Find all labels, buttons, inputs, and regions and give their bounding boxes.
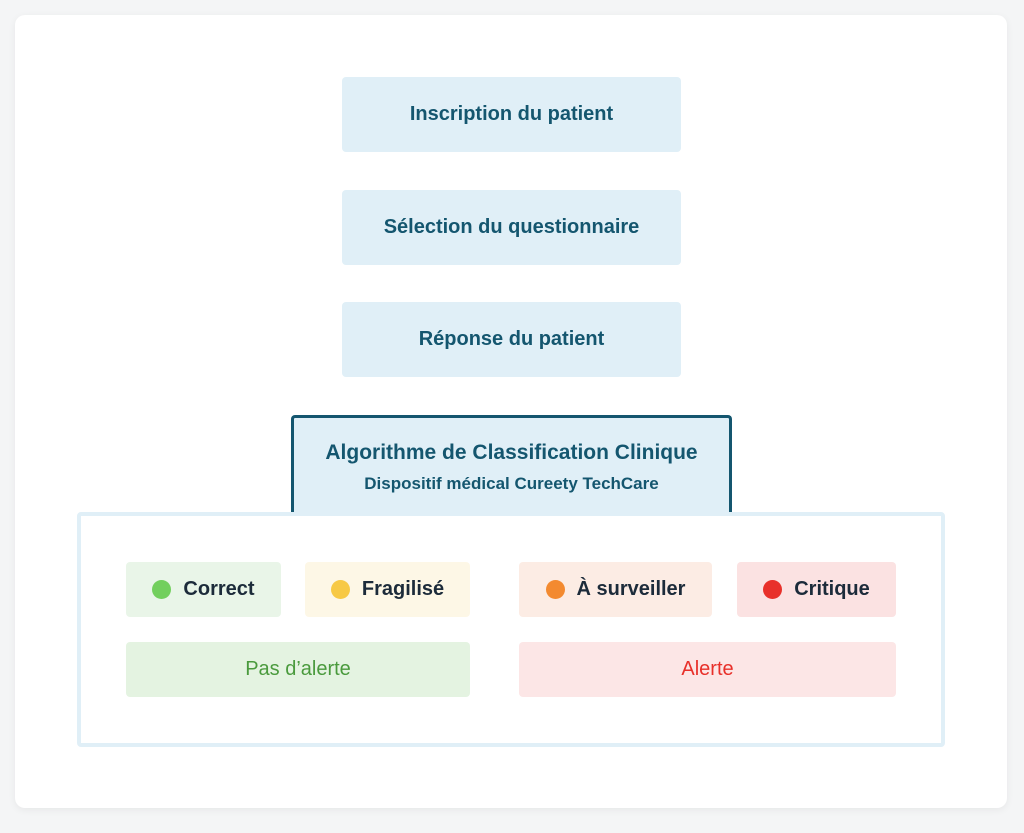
step-questionnaire-selection: Sélection du questionnaire xyxy=(342,190,681,265)
status-a-surveiller: À surveiller xyxy=(519,562,712,617)
status-label: À surveiller xyxy=(576,578,686,600)
yellow-dot-icon xyxy=(330,580,350,599)
group-no-alert: Pas d’alerte xyxy=(126,642,470,697)
green-dot-icon xyxy=(152,580,172,599)
classification-results-panel xyxy=(77,512,945,747)
orange-dot-icon xyxy=(545,580,565,599)
algorithm-box: Algorithme de Classification Clinique Di… xyxy=(291,415,732,519)
status-correct: Correct xyxy=(126,562,281,617)
status-critique: Critique xyxy=(737,562,896,617)
algorithm-subtitle: Dispositif médical Cureety TechCare xyxy=(364,474,659,493)
step-label: Inscription du patient xyxy=(409,103,614,125)
status-label: Fragilisé xyxy=(361,578,445,600)
group-alert: Alerte xyxy=(519,642,896,697)
step-label: Sélection du questionnaire xyxy=(383,216,640,238)
algorithm-title: Algorithme de Classification Clinique xyxy=(325,441,698,464)
group-label: Pas d’alerte xyxy=(245,658,351,680)
status-fragilise: Fragilisé xyxy=(305,562,470,617)
step-patient-registration: Inscription du patient xyxy=(342,77,681,152)
status-label: Correct xyxy=(183,578,255,600)
group-label: Alerte xyxy=(681,658,734,680)
step-patient-response: Réponse du patient xyxy=(342,302,681,377)
red-dot-icon xyxy=(763,580,783,599)
step-label: Réponse du patient xyxy=(418,328,605,350)
status-label: Critique xyxy=(794,578,870,600)
